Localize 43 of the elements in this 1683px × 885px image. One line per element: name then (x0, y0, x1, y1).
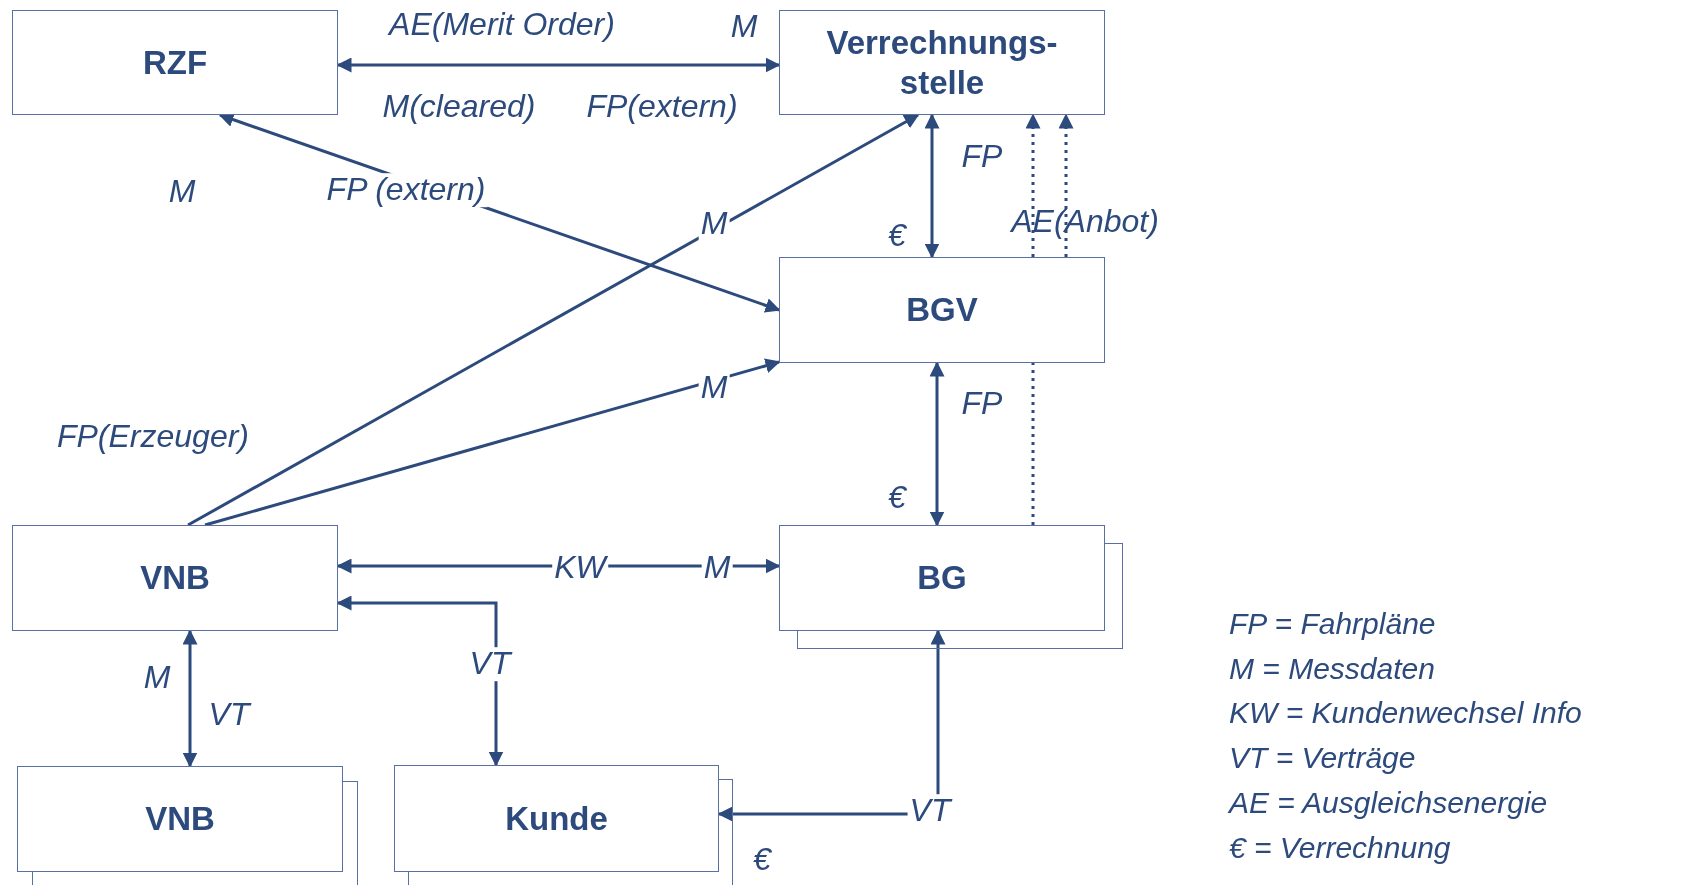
arrow (929, 361, 945, 527)
legend-entry: M = Messdaten (1229, 651, 1435, 685)
arrow (924, 113, 940, 259)
flow-annotation: M (167, 175, 197, 209)
flow-annotation: M (729, 10, 759, 44)
entity-box (779, 525, 1105, 631)
flow-annotation: € (887, 219, 908, 253)
entity-box (12, 10, 338, 115)
legend-entry: AE = Ausgleichsenergie (1229, 785, 1548, 819)
entity-name: Kunde (505, 798, 608, 839)
dotted-arrow (1058, 113, 1074, 257)
flow-annotation: AE(Anbot) (1009, 205, 1160, 239)
entity-box (779, 257, 1105, 363)
flow-annotation: FP(Erzeuger) (56, 420, 250, 454)
dotted-arrow (1025, 113, 1041, 257)
arrow (182, 629, 198, 768)
flow-annotation: FP(extern) (585, 90, 739, 124)
entity-name: VNB (145, 799, 215, 839)
entity-name: RZF (142, 42, 208, 83)
flow-annotation: € (752, 843, 773, 877)
entity-name: BG (917, 558, 967, 598)
flow-annotation: AE(Merit Order) (387, 8, 616, 42)
arrow (204, 358, 781, 527)
edge-label: FP (extern) (324, 173, 488, 207)
flow-annotation: M(cleared) (381, 90, 537, 124)
legend-entry: FP = Fahrpläne (1229, 607, 1436, 640)
legend-entry: KW = Kundenwechsel Info (1229, 696, 1582, 730)
arrow (717, 629, 946, 822)
entity-box (394, 765, 719, 872)
entity-box (12, 525, 338, 631)
entity-name: BGV (906, 290, 978, 330)
legend-entry: VT = Verträge (1229, 741, 1416, 775)
entity-name: VNB (140, 558, 210, 598)
arrow (336, 595, 504, 767)
entity-box (779, 10, 1105, 115)
arrow (336, 57, 781, 73)
entity-name: Verrechnungs- stelle (825, 22, 1059, 103)
flow-annotation: € (887, 481, 908, 515)
flow-annotation: M (142, 661, 172, 695)
legend-entry: € = Verrechnung (1229, 830, 1451, 864)
arrow (187, 113, 920, 527)
flow-annotation: VT (207, 698, 252, 732)
entity-box (17, 766, 343, 872)
